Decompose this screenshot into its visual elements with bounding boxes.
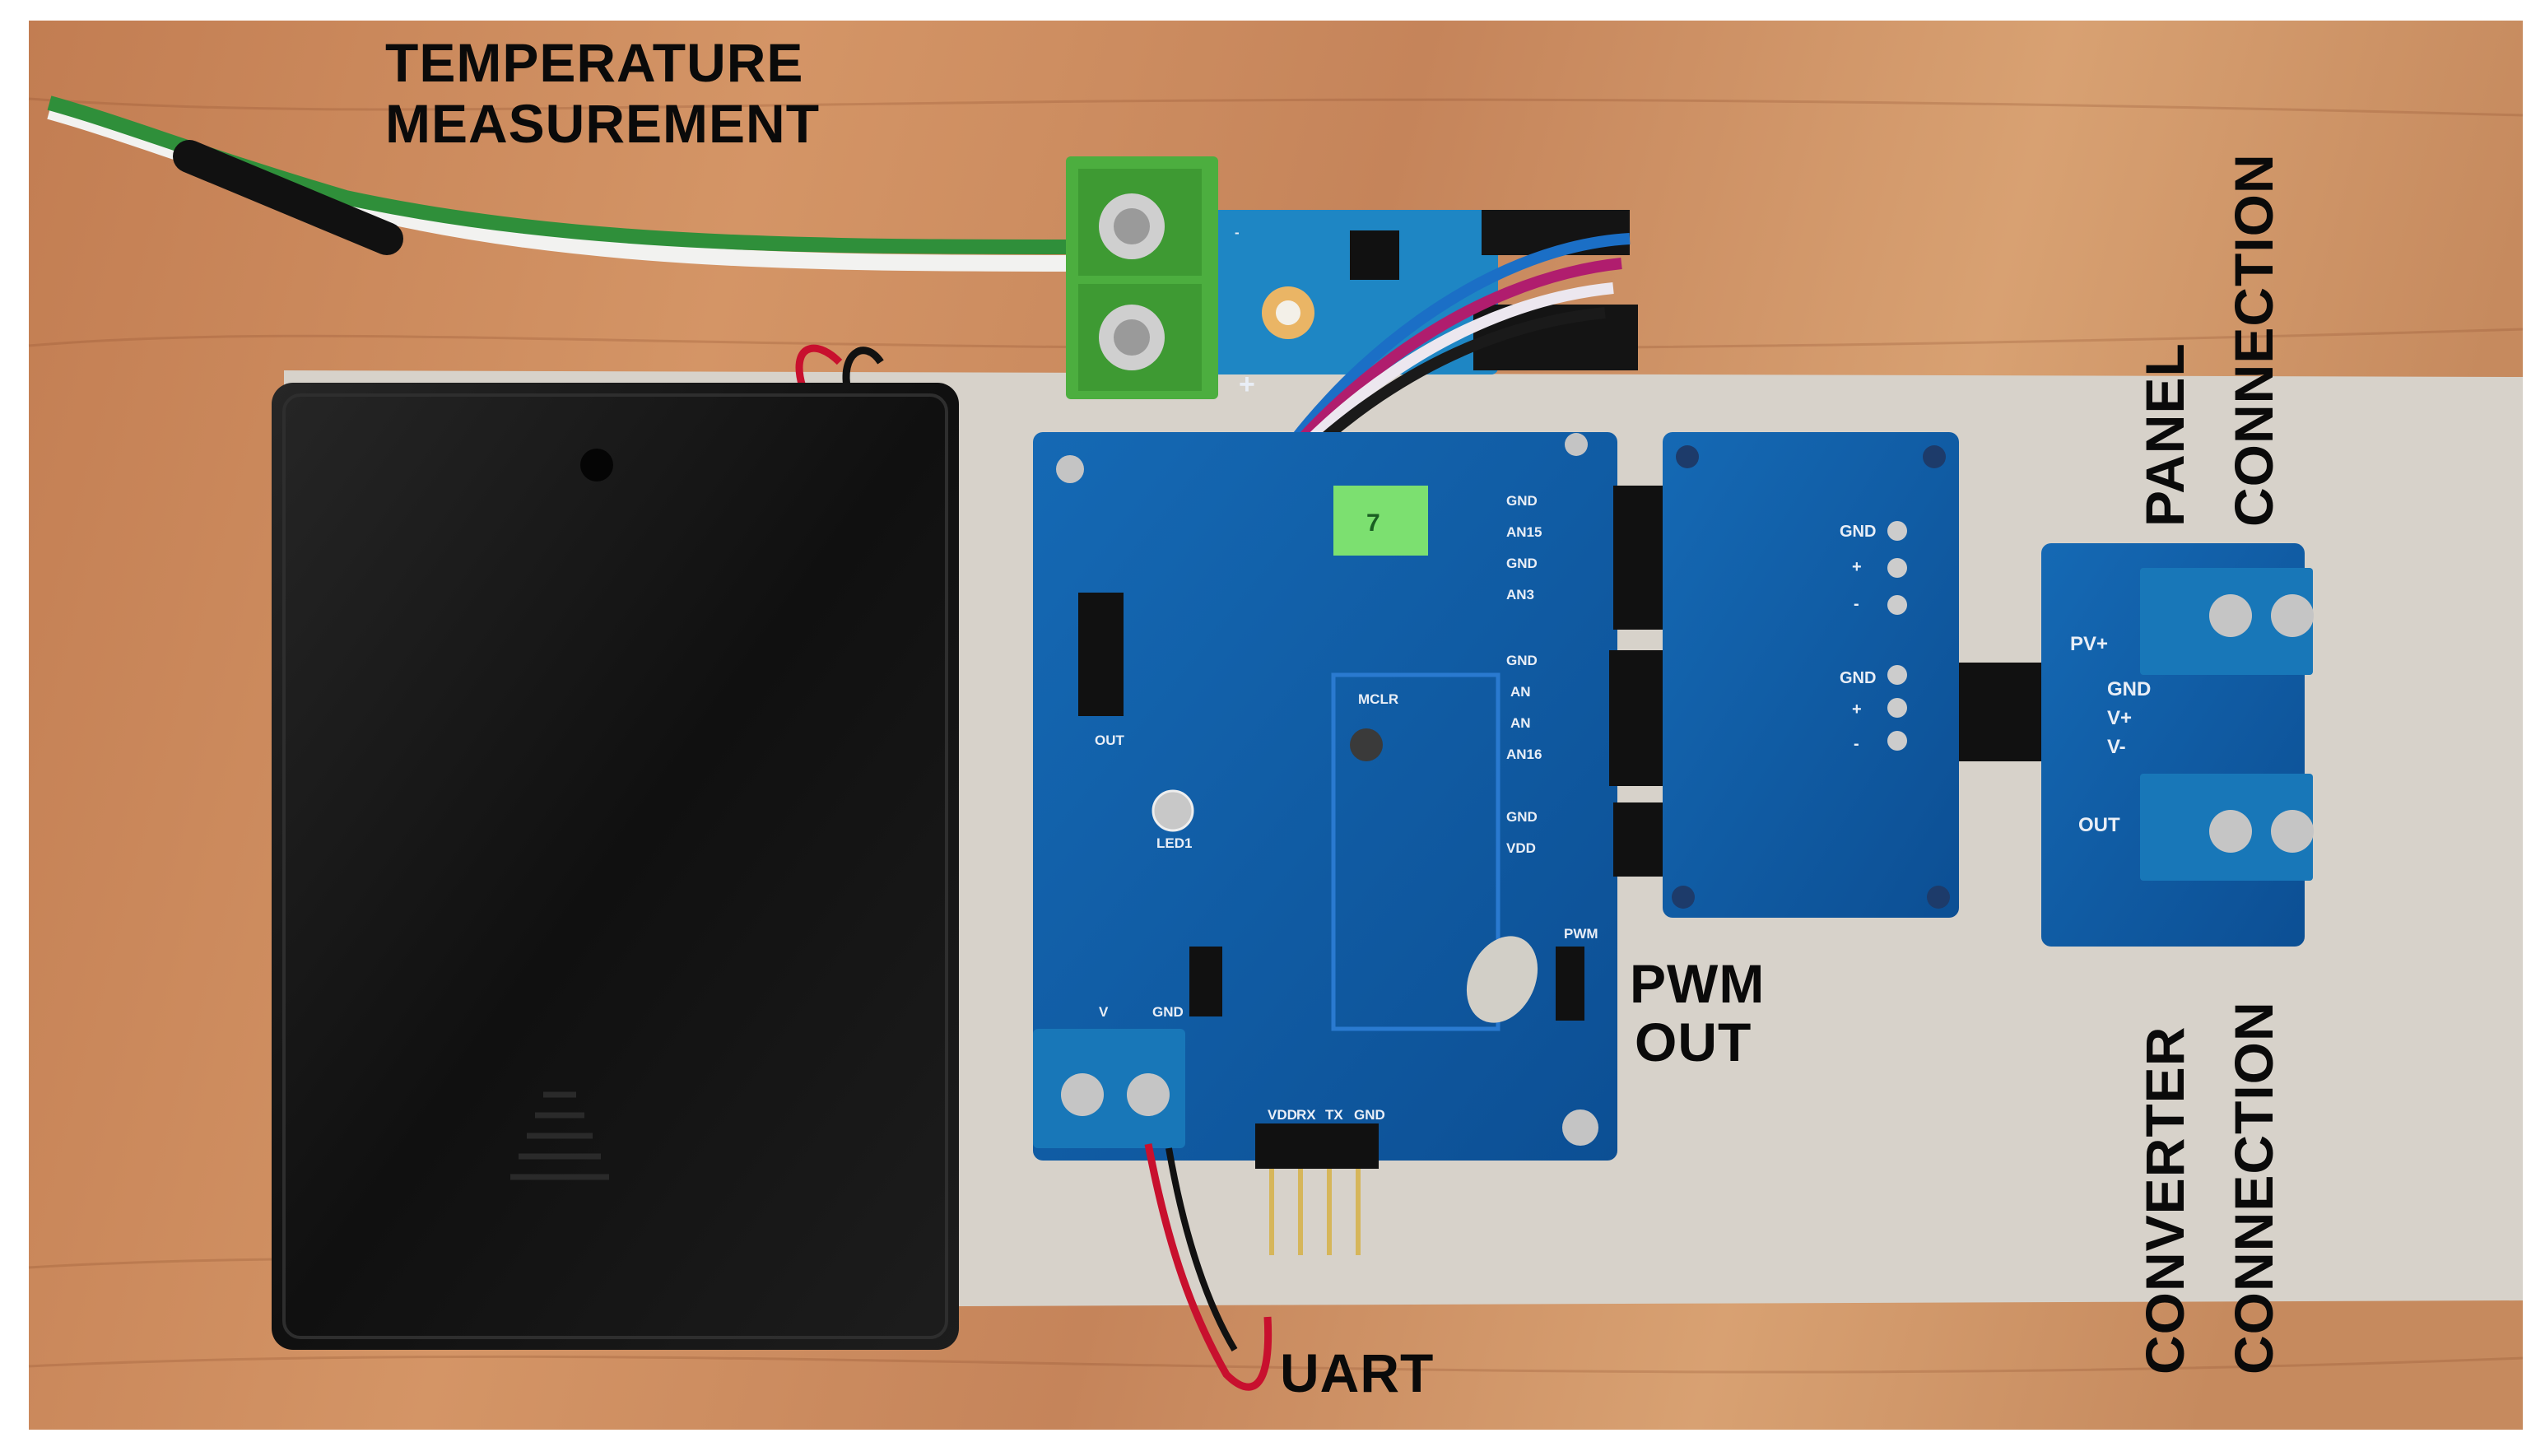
converter-connection-label-line1: CONVERTER — [2134, 1026, 2195, 1375]
svg-text:-: - — [1854, 595, 1859, 613]
svg-text:AN3: AN3 — [1506, 587, 1534, 602]
svg-text:RX: RX — [1296, 1107, 1316, 1123]
svg-text:AN16: AN16 — [1506, 747, 1542, 762]
temperature-label-line2: MEASUREMENT — [385, 92, 821, 154]
svg-text:GND: GND — [1506, 556, 1538, 571]
svg-text:VDD: VDD — [1268, 1107, 1297, 1123]
svg-text:AN15: AN15 — [1506, 524, 1542, 540]
svg-text:GND: GND — [2107, 678, 2151, 700]
svg-text:GND: GND — [1152, 1004, 1184, 1020]
svg-text:+: + — [1852, 558, 1862, 576]
uart-label: UART — [1280, 1342, 1435, 1403]
svg-text:GND: GND — [1840, 669, 1876, 687]
svg-text:GND: GND — [1506, 493, 1538, 509]
svg-text:GND: GND — [1506, 653, 1538, 668]
svg-text:PWM: PWM — [1564, 926, 1598, 942]
svg-text:GND: GND — [1840, 523, 1876, 541]
temperature-measurement-label: TEMPERATURE MEASUREMENT — [385, 32, 821, 155]
svg-text:MCLR: MCLR — [1358, 691, 1398, 707]
svg-text:V-: V- — [2107, 736, 2126, 758]
svg-text:LED1: LED1 — [1156, 835, 1192, 851]
svg-text:OUT: OUT — [2078, 814, 2120, 836]
svg-text:AN: AN — [1510, 684, 1531, 700]
svg-text:GND: GND — [1354, 1107, 1385, 1123]
svg-text:GND: GND — [1506, 809, 1538, 825]
panel-connection-label-line2: CONNECTION — [2223, 153, 2284, 527]
svg-text:PV+: PV+ — [2070, 633, 2108, 655]
svg-text:V: V — [1099, 1004, 1109, 1020]
svg-text:7: 7 — [1366, 509, 1380, 537]
connection-terminal-board: PV+ GND V+ V- OUT — [2041, 543, 2314, 947]
svg-text:-: - — [1854, 735, 1859, 753]
battery-holder — [272, 383, 959, 1350]
pwm-label-line2: OUT — [1635, 1012, 1752, 1073]
green-screw-terminal — [1066, 156, 1218, 399]
svg-text:+: + — [1239, 369, 1255, 400]
svg-text:AN: AN — [1510, 715, 1531, 731]
svg-text:-: - — [1235, 225, 1240, 240]
temperature-label-line1: TEMPERATURE — [385, 32, 804, 93]
svg-text:TX: TX — [1325, 1107, 1343, 1123]
converter-connection-label-line2: CONNECTION — [2223, 1001, 2284, 1375]
svg-text:+: + — [1852, 700, 1862, 719]
pwm-out-label: PWM OUT — [1630, 953, 1766, 1073]
panel-connection-label-line1: PANEL — [2134, 342, 2195, 527]
svg-text:OUT: OUT — [1095, 733, 1125, 748]
svg-text:V+: V+ — [2107, 707, 2132, 729]
pwm-label-line1: PWM — [1630, 953, 1766, 1014]
svg-text:VDD: VDD — [1506, 840, 1536, 856]
